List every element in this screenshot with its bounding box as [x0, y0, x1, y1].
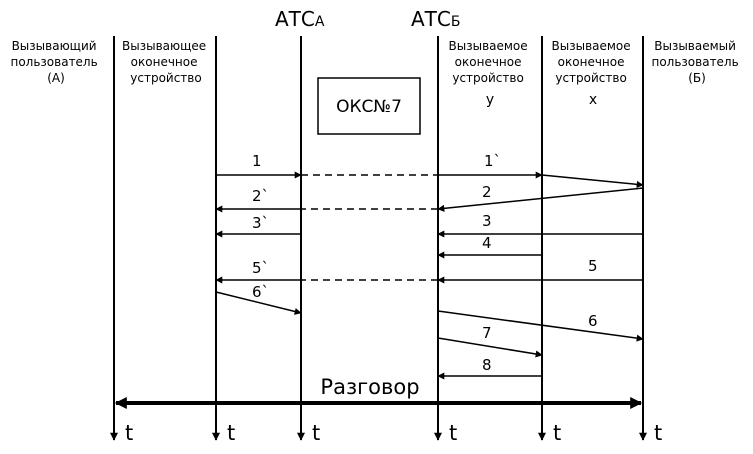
message-arrow-1prime-to-user — [541, 174, 644, 188]
message-label-7: 7 — [482, 324, 492, 342]
time-label-ats-a: t — [312, 421, 320, 445]
column-header-caller-terminal: Вызывающее оконечное устройство — [122, 39, 210, 85]
message-label-4: 4 — [482, 234, 492, 252]
column-header-called-terminal-y: Вызываемое оконечное устройство y — [449, 39, 532, 108]
message-label-2prime: 2` — [252, 187, 269, 205]
message-label-6: 6 — [588, 312, 598, 330]
message-label-5: 5 — [588, 257, 598, 275]
column-header-caller-user: Вызывающий пользователь (А) — [10, 39, 101, 85]
signaling-box — [317, 77, 421, 135]
time-label-ats-b: t — [449, 421, 457, 445]
column-header-called-terminal-x: Вызываемое оконечное устройство x — [552, 39, 635, 108]
time-label-caller-user: t — [125, 421, 133, 445]
ats-b-title: АТСБ — [411, 7, 460, 31]
message-label-5prime: 5` — [252, 259, 269, 277]
message-label-6prime: 6` — [252, 283, 269, 301]
message-label-1prime: 1` — [484, 152, 501, 170]
time-label-called-user: t — [654, 421, 662, 445]
message-label-1: 1 — [252, 152, 262, 170]
message-label-3: 3 — [482, 212, 492, 230]
signaling-box-label: ОКС№7 — [336, 97, 402, 117]
message-arrow-6prime — [215, 291, 302, 315]
conversation-label: Разговор — [320, 375, 419, 399]
message-arrow-6 — [437, 310, 644, 342]
time-label-caller-terminal: t — [227, 421, 235, 445]
ats-a-title: АТСА — [275, 7, 325, 31]
message-label-8: 8 — [482, 356, 492, 374]
message-arrow-2 — [437, 187, 644, 212]
message-arrow-7 — [437, 337, 543, 358]
column-header-called-user: Вызываемый пользователь (Б) — [651, 39, 742, 85]
message-label-3prime: 3` — [252, 214, 269, 232]
time-label-called-terminal-x: t — [553, 421, 561, 445]
message-label-2: 2 — [482, 183, 492, 201]
